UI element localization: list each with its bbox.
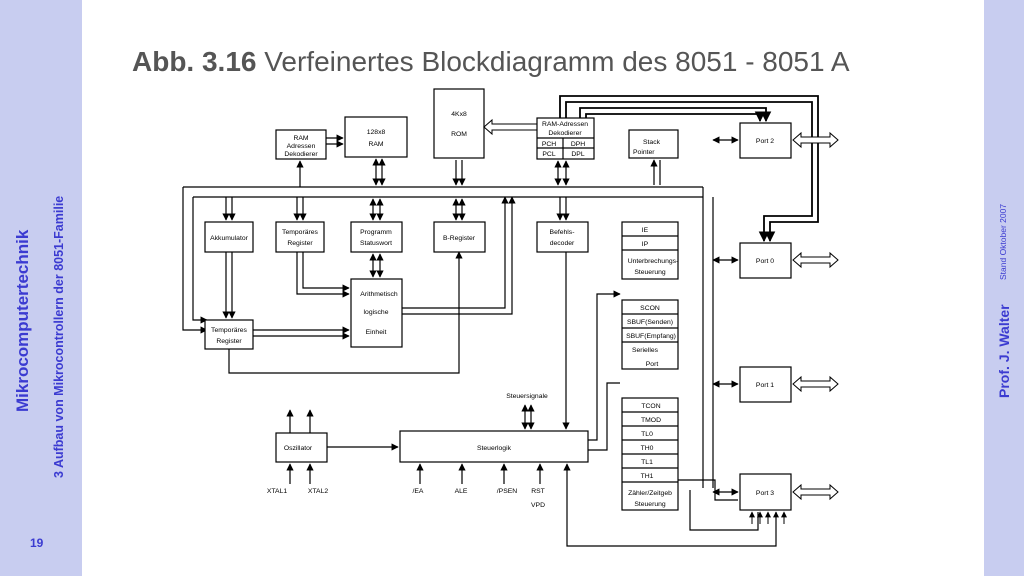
sbuf-receive-label: SBUF(Empfang): [626, 333, 676, 340]
bus-left-inner: [192, 197, 208, 324]
ie-label: IE: [642, 227, 649, 234]
timer-label-1: Zähler/Zeitgeb: [628, 490, 672, 497]
xtal2-label: XTAL2: [308, 488, 328, 495]
alu-label-1: Arithmetisch: [360, 291, 398, 298]
temp-register1-box: [275, 221, 325, 253]
port3-label: Port 3: [756, 490, 774, 497]
b-register-label: B-Register: [443, 235, 476, 242]
tcon-label: TCON: [641, 403, 660, 410]
rom-label-2: ROM: [451, 131, 467, 138]
psw-box: [350, 221, 403, 253]
connections: [222, 118, 777, 547]
page-number: 19: [30, 536, 44, 550]
pch-label: PCH: [542, 141, 556, 148]
scon-label: SCON: [640, 305, 660, 312]
accumulator-box: [204, 221, 254, 253]
instr-decoder-label-1: Befehls-: [550, 229, 575, 236]
temp-reg1-label-1: Temporäres: [282, 229, 318, 236]
ram-addr-dec-label-1: RAM: [293, 135, 308, 142]
rom-label-1: 4Kx8: [451, 111, 467, 118]
temp-reg2-label-1: Temporäres: [211, 327, 247, 334]
bus-left-to-temp2: [182, 187, 208, 334]
ram-addr-dec-label-3: Dekodierer: [284, 151, 318, 158]
address-bus-thick: [559, 95, 819, 243]
port0-box: [739, 242, 792, 279]
ale-label: ALE: [455, 488, 468, 495]
th0-label: TH0: [641, 445, 654, 452]
ram-addr-dec-label-2: Adressen: [287, 143, 316, 150]
port3-bottom-arrows: [749, 511, 787, 524]
port1-label: Port 1: [756, 382, 774, 389]
oscillator-label: Oszillator: [284, 445, 313, 452]
temp-register2-box: [204, 319, 254, 350]
port-external-arrows: [792, 131, 839, 501]
th1-label: TH1: [641, 473, 654, 480]
dph-label: DPH: [571, 141, 585, 148]
vpd-label: VPD: [531, 502, 545, 509]
accumulator-label: Akkumulator: [210, 235, 249, 242]
ram-addr-dec2-label-2: Dekodierer: [548, 130, 582, 137]
ram-addr-dec2-label-1: RAM-Adressen: [542, 121, 588, 128]
ram-label-2: RAM: [368, 141, 383, 148]
instr-decoder-label-2: decoder: [550, 240, 575, 247]
control-signals-label: Steuersignale: [506, 393, 548, 400]
temp-reg2-label-2: Register: [216, 338, 242, 345]
temp-reg1-label-2: Register: [287, 240, 313, 247]
port3-box: [739, 473, 792, 511]
ea-label: /EA: [413, 488, 424, 495]
interrupt-label-1: Unterbrechungs-: [628, 258, 679, 265]
left-sidebar: [0, 0, 82, 576]
alu-label-2: logische: [364, 309, 389, 316]
port0-label: Port 0: [756, 258, 774, 265]
ram-box: [344, 116, 408, 158]
psw-label-1: Programm: [360, 229, 392, 236]
port2-box: [739, 122, 792, 159]
tmod-label: TMOD: [641, 417, 661, 424]
control-logic-label: Steuerlogik: [477, 445, 512, 452]
dpl-label: DPL: [571, 151, 584, 158]
control-logic-box: [399, 430, 589, 463]
figure-number: Abb. 3.16: [132, 46, 257, 77]
figure-title: Verfeinertes Blockdiagramm des 8051 - 80…: [264, 46, 850, 77]
tl1-label: TL1: [641, 459, 653, 466]
psen-label: /PSEN: [497, 488, 517, 495]
sbuf-send-label: SBUF(Senden): [627, 319, 673, 326]
port1-box: [739, 366, 792, 403]
serial-block-box: [621, 299, 679, 370]
tl0-label: TL0: [641, 431, 653, 438]
timer-label-2: Steuerung: [634, 501, 666, 508]
bus-lines: [182, 186, 714, 488]
xtal1-label: XTAL1: [267, 488, 287, 495]
serial-label-1: Serielles: [632, 347, 659, 354]
stack-pointer-box: [628, 129, 679, 159]
pcl-label: PCL: [542, 151, 555, 158]
right-sidebar: [984, 0, 1024, 576]
ip-label: IP: [642, 241, 649, 248]
alu-label-3: Einheit: [366, 329, 387, 336]
stack-pointer-label-1: Stack: [643, 139, 661, 146]
b-register-box: [433, 221, 486, 253]
oscillator-box: [275, 432, 328, 463]
interrupt-label-2: Steuerung: [634, 269, 666, 276]
rst-label: RST: [531, 488, 545, 495]
alu-box: [350, 278, 403, 348]
instruction-decoder-box: [536, 221, 589, 253]
serial-label-2: Port: [646, 361, 659, 368]
rom-box: [433, 88, 485, 159]
psw-label-2: Statuswort: [360, 240, 392, 247]
slide-title: Abb. 3.16 Verfeinertes Blockdiagramm des…: [132, 46, 892, 78]
ram-label-1: 128x8: [367, 129, 386, 136]
stack-pointer-label-2: Pointer: [633, 149, 655, 156]
port2-label: Port 2: [756, 138, 774, 145]
